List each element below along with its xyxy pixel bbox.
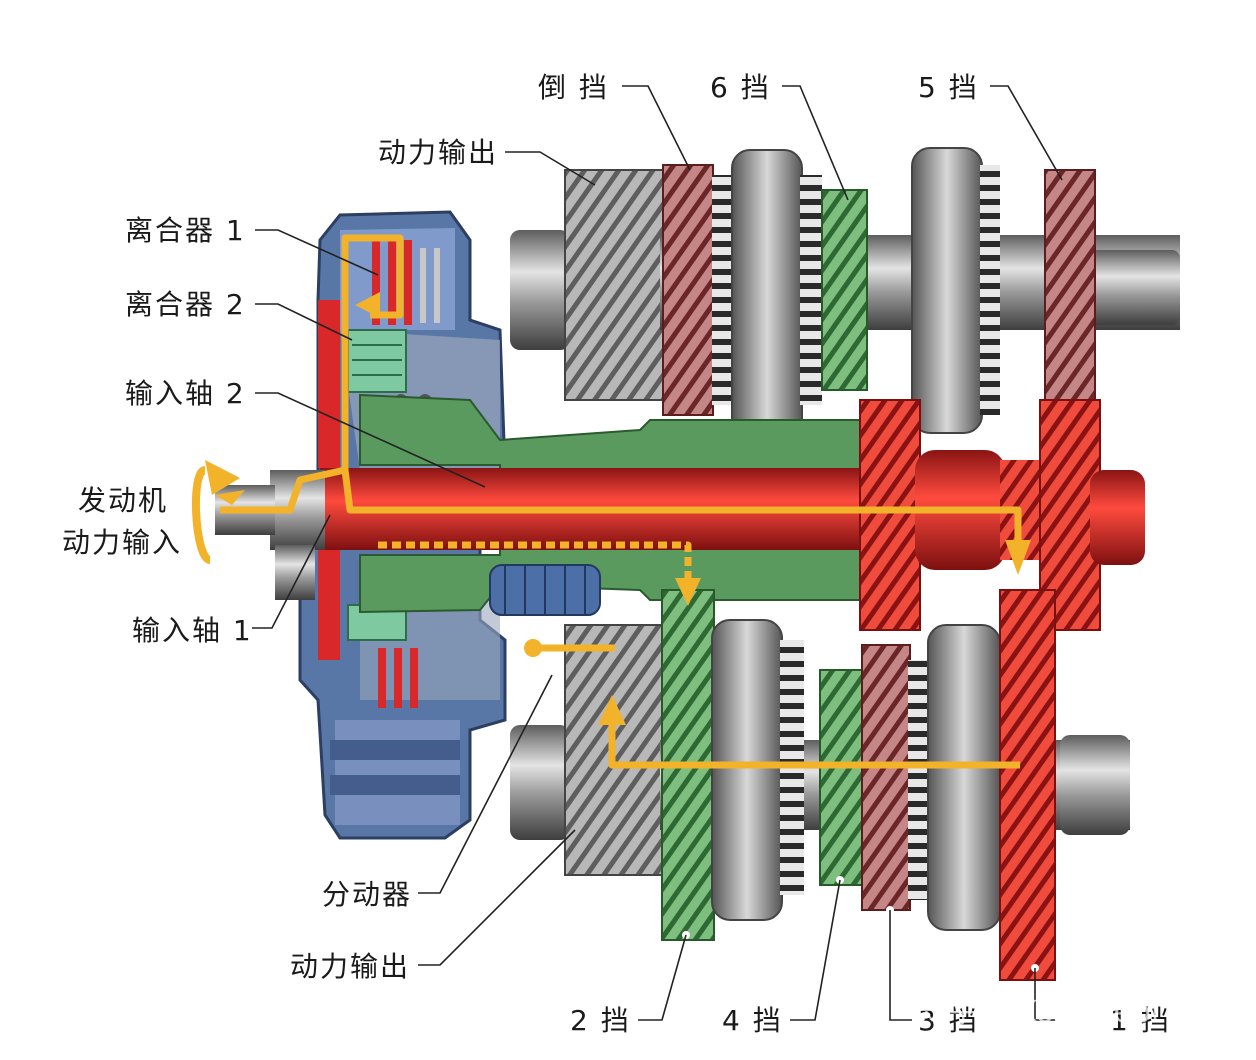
- gear3: [861, 644, 911, 911]
- reverse-gear: [662, 164, 714, 416]
- lower-red-gear-a: [859, 399, 921, 631]
- label-gear4: 4 挡: [722, 1004, 783, 1037]
- label-power-output-bottom: 动力输出: [290, 950, 410, 983]
- label-reverse-gear: 倒 挡: [538, 71, 609, 104]
- watermark: 知乎 @Komorebi: [918, 995, 1159, 1030]
- label-input-shaft2: 输入轴 2: [125, 377, 246, 410]
- leader-lines: [252, 85, 1063, 1021]
- lower-output-gear: [564, 624, 671, 876]
- synchro-lower-2: [927, 624, 1001, 931]
- label-power-input: 动力输入: [62, 526, 182, 559]
- label-power-output-top: 动力输出: [378, 136, 498, 169]
- gear4: [819, 669, 866, 886]
- label-gear2: 2 挡: [570, 1004, 631, 1037]
- upper-output-gear: [564, 169, 671, 401]
- clutch1-pack: [372, 240, 440, 325]
- gear5: [1044, 169, 1096, 421]
- label-engine: 发动机: [78, 484, 168, 517]
- label-gear5: 5 挡: [918, 71, 979, 104]
- power-flow: [220, 234, 1022, 769]
- lower-bearing: [510, 725, 570, 840]
- label-clutch1: 离合器 1: [125, 214, 246, 247]
- label-clutch2: 离合器 2: [125, 288, 246, 321]
- synchro-lower-1: [711, 619, 783, 921]
- gear6: [821, 189, 868, 391]
- synchro-upper-1: [731, 149, 803, 441]
- synchro-upper-2: [911, 147, 983, 434]
- flow-arrowheads: [215, 292, 1031, 725]
- rotation-arrow: [192, 466, 212, 564]
- label-input-shaft1: 输入轴 1: [132, 614, 253, 647]
- upper-bearing: [510, 230, 570, 350]
- label-gear6: 6 挡: [710, 71, 771, 104]
- label-gear3: 3 挡: [918, 1004, 979, 1037]
- gear1: [999, 589, 1056, 981]
- label-gear1: 1 挡: [1110, 1004, 1171, 1037]
- label-transfer: 分动器: [322, 878, 412, 911]
